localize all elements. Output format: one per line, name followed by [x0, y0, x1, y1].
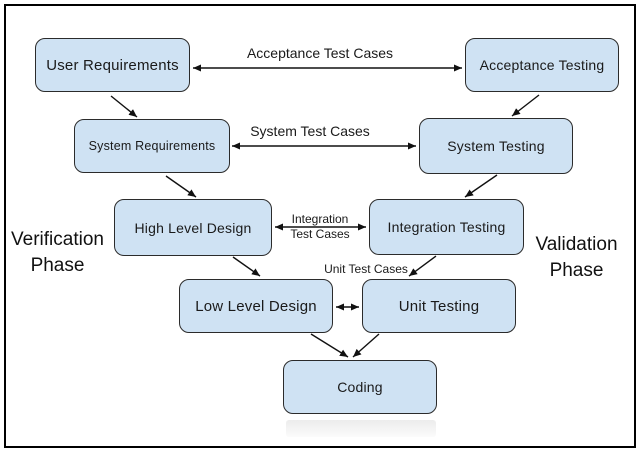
box-user-requirements-label: User Requirements — [46, 56, 179, 74]
arrow-unit-testing-to-coding — [352, 333, 380, 358]
box-coding: Coding — [283, 360, 437, 414]
arrow-acceptance-to-system-testing — [511, 94, 540, 117]
label-unit-test-cases: Unit Test Cases — [324, 262, 408, 276]
box-integration-testing-label: Integration Testing — [387, 219, 506, 235]
label-acceptance-test-cases: Acceptance Test Cases — [246, 45, 394, 61]
box-acceptance-testing-label: Acceptance Testing — [479, 57, 605, 73]
box-unit-testing-label: Unit Testing — [398, 297, 480, 315]
arrow-low-level-to-coding — [310, 333, 349, 358]
arrow-integration-to-unit-testing — [408, 255, 437, 277]
diagram-frame — [4, 4, 636, 448]
arrow-system-req-to-high-level — [165, 175, 197, 198]
arrow-system-testing-to-integration — [464, 174, 498, 198]
box-low-level-design-label: Low Level Design — [195, 297, 317, 315]
box-system-testing: System Testing — [419, 118, 573, 174]
box-integration-testing: Integration Testing — [369, 199, 524, 255]
box-system-requirements-label: System Requirements — [88, 139, 216, 153]
box-low-level-design: Low Level Design — [179, 279, 333, 333]
box-coding-label: Coding — [337, 379, 383, 395]
label-verification-phase: Verification Phase — [11, 229, 104, 276]
box-system-testing-label: System Testing — [447, 138, 545, 154]
box-high-level-design: High Level Design — [114, 199, 272, 256]
box-system-requirements: System Requirements — [74, 119, 230, 173]
label-integration-test-cases: Integration Test Cases — [290, 212, 350, 241]
box-user-requirements: User Requirements — [35, 38, 190, 92]
label-system-test-cases: System Test Cases — [250, 123, 370, 139]
box-unit-testing: Unit Testing — [362, 279, 516, 333]
box-high-level-design-label: High Level Design — [134, 219, 252, 236]
box-acceptance-testing: Acceptance Testing — [465, 38, 619, 92]
arrow-high-level-to-low-level — [232, 256, 261, 277]
label-validation-phase: Validation Phase — [535, 234, 618, 281]
coding-box-shadow — [286, 420, 436, 437]
arrow-user-req-to-system-req — [110, 95, 138, 118]
